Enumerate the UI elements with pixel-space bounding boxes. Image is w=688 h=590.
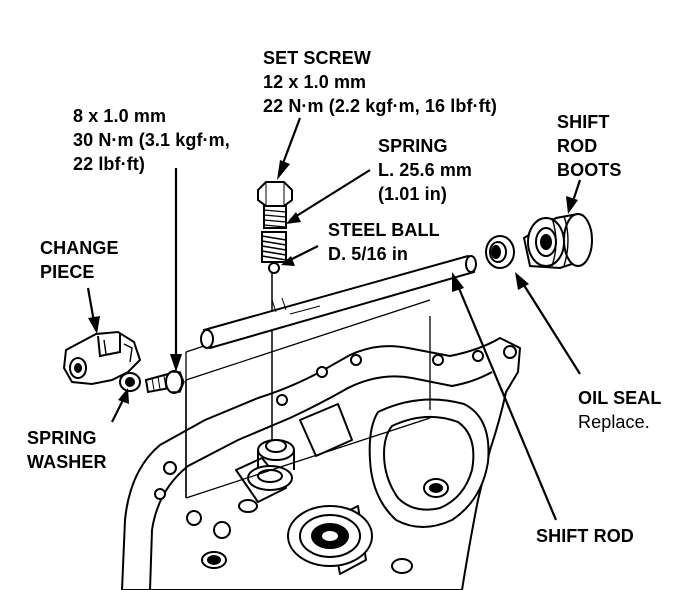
change-piece-part [62,330,142,386]
spring-washer-line2: WASHER [27,452,107,472]
spring-washer-label: SPRING WASHER [27,426,107,474]
set-screw-label: SET SCREW 12 x 1.0 mm 22 N·m (2.2 kgf·m,… [263,46,497,118]
oil-seal-title: OIL SEAL [578,388,662,408]
oil-seal-note: Replace. [578,412,650,432]
shift-rod-title: SHIFT ROD [536,526,634,546]
spring-title: SPRING [378,136,448,156]
boots-arrowhead [566,196,578,214]
shift-rod-arrowhead [452,272,464,292]
boots-line2: ROD [557,136,598,156]
change-piece-label: CHANGE PIECE [40,236,119,284]
oil-seal-label: OIL SEAL Replace. [578,386,661,434]
set-screw-leader [280,117,302,167]
boots-line1: SHIFT [557,112,610,132]
oil-seal-part [485,235,515,269]
set-screw-arrowhead [277,160,290,180]
leader-arrowheads [88,160,578,404]
bolt-arrowhead [170,354,182,372]
change-piece-leader [86,287,96,323]
change-piece-arrowhead [88,316,100,334]
leader-arrows [86,117,582,521]
spring-length: L. 25.6 mm [378,160,473,180]
spring-washer-part [119,372,141,392]
bolt-8mm-part [144,370,185,394]
spring-label: SPRING L. 25.6 mm (1.01 in) [378,134,472,206]
oil-seal-arrowhead [515,272,529,290]
spring-arrowhead [286,212,301,224]
bolt-torque: 30 N·m (3.1 kgf·m, [73,130,230,150]
spring-washer-line1: SPRING [27,428,97,448]
set-screw-stack [257,181,293,274]
steel-ball-arrowhead [281,256,295,266]
boots-line3: BOOTS [557,160,622,180]
spring-length-in: (1.01 in) [378,184,447,204]
steel-ball-diameter: D. 5/16 in [328,244,409,264]
shift-rod-boots-label: SHIFT ROD BOOTS [557,110,622,182]
spring-washer-leader [111,397,125,423]
change-piece-line2: PIECE [40,262,95,282]
shift-rod [200,254,477,350]
steel-ball-title: STEEL BALL [328,220,440,240]
set-screw-torque: 22 N·m (2.2 kgf·m, 16 lbf·ft) [263,96,497,116]
set-screw-size: 12 x 1.0 mm [263,72,367,92]
shift-rod-label: SHIFT ROD [536,524,634,548]
bolt-size: 8 x 1.0 mm [73,106,167,126]
transmission-housing [121,337,521,590]
steel-ball-label: STEEL BALL D. 5/16 in [328,218,440,266]
change-piece-line1: CHANGE [40,238,119,258]
spring-leader [289,169,371,221]
spring-washer-arrowhead [118,388,129,404]
bolt-spec-label: 8 x 1.0 mm 30 N·m (3.1 kgf·m, 22 lbf·ft) [73,104,230,176]
oil-seal-leader [521,281,581,375]
bolt-torque-cont: 22 lbf·ft) [73,154,145,174]
set-screw-title: SET SCREW [263,48,371,68]
shift-rod-leader [456,285,558,521]
shift-rod-boots-part [522,212,593,270]
